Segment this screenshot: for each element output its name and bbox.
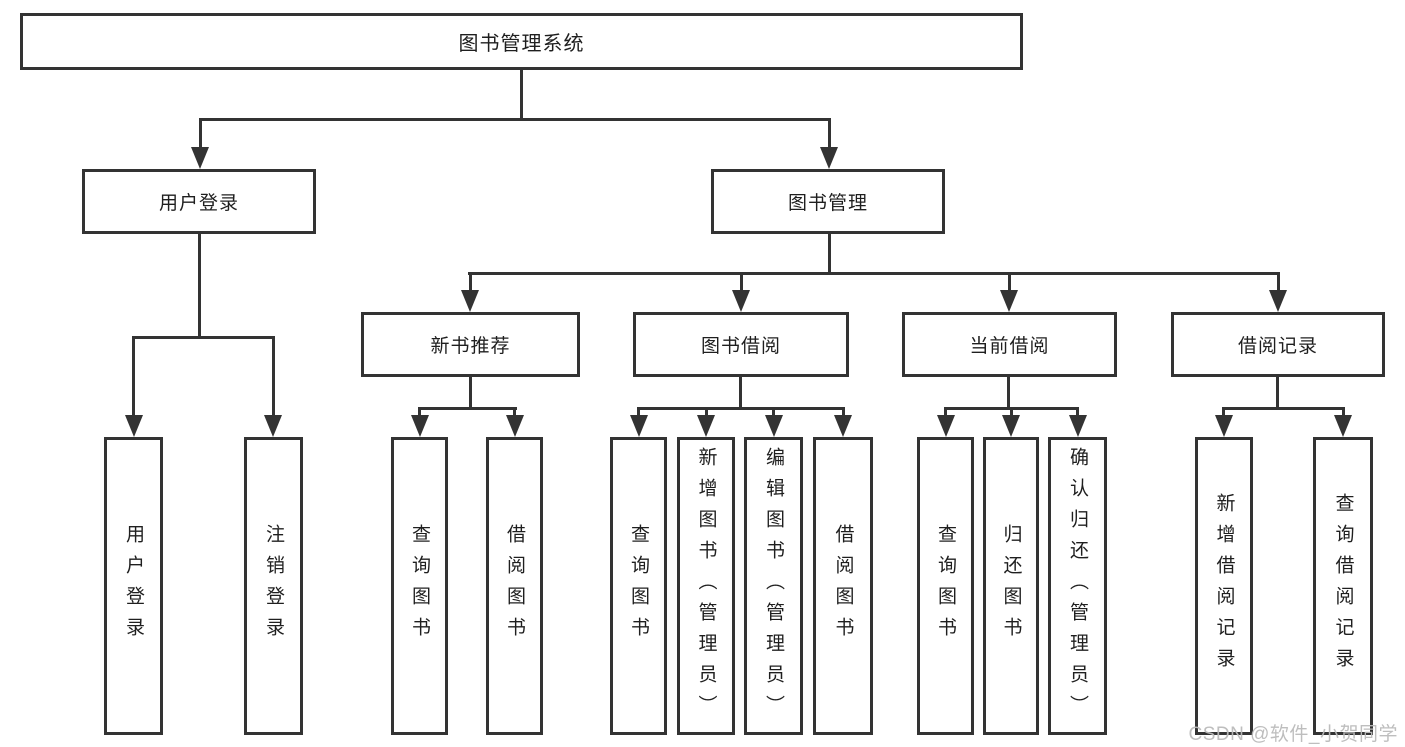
leaf-borrow-books-label: 借阅图书 — [832, 524, 854, 648]
connector-newbook-vline — [469, 376, 472, 410]
arrow-down-icon — [506, 415, 524, 437]
arrow-down-icon — [191, 147, 209, 169]
node-book-management: 图书管理 — [711, 169, 945, 234]
connector-shaft — [772, 407, 775, 419]
leaf-edit-books-admin-label: 编辑图书（管理员） — [763, 446, 784, 726]
watermark-text: CSDN @软件_小贺同学 — [1188, 724, 1398, 745]
node-root-system: 图书管理系统 — [20, 13, 1023, 70]
connector-shaft — [1277, 272, 1280, 294]
arrow-down-icon — [1215, 415, 1233, 437]
connector-shaft — [637, 407, 640, 419]
leaf-borrow-books-recommend-label: 借阅图书 — [504, 524, 525, 648]
leaf-borrow-books: 借阅图书 — [813, 437, 873, 735]
arrow-down-icon — [1269, 290, 1287, 312]
arrow-down-icon — [264, 415, 282, 437]
connector-currentborrow-vline — [1007, 376, 1010, 410]
connector-shaft — [1008, 272, 1011, 294]
connector-shaft — [740, 272, 743, 294]
connector-shaft — [513, 407, 516, 419]
arrow-down-icon — [697, 415, 715, 437]
node-root-label: 图书管理系统 — [458, 33, 585, 55]
node-book-borrow-label: 图书借阅 — [700, 336, 781, 357]
node-book-management-label: 图书管理 — [787, 193, 868, 214]
connector-shaft — [1076, 407, 1079, 419]
connector-root-hline — [199, 118, 831, 121]
node-new-book-recommend: 新书推荐 — [361, 312, 580, 377]
arrow-down-icon — [461, 290, 479, 312]
node-user-login-label: 用户登录 — [158, 193, 239, 214]
connector-shaft — [272, 336, 275, 419]
connector-records-hline — [1222, 407, 1345, 410]
connector-newbook-hline — [418, 407, 517, 410]
arrow-down-icon — [1069, 415, 1087, 437]
arrow-down-icon — [1000, 290, 1018, 312]
leaf-query-borrow-record: 查询借阅记录 — [1313, 437, 1373, 735]
connector-records-vline — [1276, 376, 1279, 410]
node-user-login: 用户登录 — [82, 169, 316, 234]
node-current-borrow-label: 当前借阅 — [969, 336, 1050, 357]
connector-root-left-shaft — [199, 118, 202, 151]
connector-shaft — [1222, 407, 1225, 419]
leaf-logout-label: 注销登录 — [263, 524, 284, 648]
leaf-add-books-admin-label: 新增图书（管理员） — [695, 446, 717, 726]
arrow-down-icon — [1002, 415, 1020, 437]
leaf-query-books-current: 查询图书 — [917, 437, 974, 735]
leaf-borrow-books-recommend: 借阅图书 — [486, 437, 543, 735]
node-borrow-records-label: 借阅记录 — [1237, 336, 1318, 357]
node-current-borrow: 当前借阅 — [902, 312, 1117, 377]
arrow-down-icon — [834, 415, 852, 437]
arrow-down-icon — [125, 415, 143, 437]
connector-bookborrow-hline — [637, 407, 845, 410]
arrow-down-icon — [937, 415, 955, 437]
leaf-query-books-borrow-label: 查询图书 — [628, 524, 649, 648]
leaf-return-books-label: 归还图书 — [1000, 524, 1022, 648]
arrow-down-icon — [630, 415, 648, 437]
connector-book-mgmt-hline — [468, 272, 1280, 275]
leaf-query-books-borrow: 查询图书 — [610, 437, 667, 735]
leaf-confirm-return-admin-label: 确认归还（管理员） — [1067, 446, 1088, 726]
connector-shaft — [944, 407, 947, 419]
leaf-edit-books-admin: 编辑图书（管理员） — [744, 437, 803, 735]
node-borrow-records: 借阅记录 — [1171, 312, 1385, 377]
connector-bookborrow-vline — [739, 376, 742, 410]
leaf-add-borrow-record-label: 新增借阅记录 — [1213, 493, 1235, 679]
leaf-user-login: 用户登录 — [104, 437, 163, 735]
arrow-down-icon — [765, 415, 783, 437]
arrow-down-icon — [820, 147, 838, 169]
leaf-query-borrow-record-label: 查询借阅记录 — [1332, 493, 1354, 679]
leaf-user-login-label: 用户登录 — [123, 524, 144, 648]
leaf-logout: 注销登录 — [244, 437, 303, 735]
node-new-book-recommend-label: 新书推荐 — [430, 336, 511, 357]
connector-shaft — [469, 272, 472, 294]
connector-shaft — [842, 407, 845, 419]
arrow-down-icon — [732, 290, 750, 312]
connector-shaft — [132, 336, 135, 419]
connector-root-right-shaft — [828, 118, 831, 151]
leaf-add-books-admin: 新增图书（管理员） — [677, 437, 735, 735]
connector-shaft — [705, 407, 708, 419]
connector-root-vline — [520, 70, 523, 118]
leaf-query-books-current-label: 查询图书 — [935, 524, 956, 648]
connector-book-mgmt-vline — [828, 233, 831, 273]
arrow-down-icon — [411, 415, 429, 437]
leaf-confirm-return-admin: 确认归还（管理员） — [1048, 437, 1107, 735]
connector-shaft — [1010, 407, 1013, 419]
connector-user-login-vline — [198, 233, 201, 336]
arrow-down-icon — [1334, 415, 1352, 437]
leaf-add-borrow-record: 新增借阅记录 — [1195, 437, 1253, 735]
leaf-query-books-recommend-label: 查询图书 — [409, 524, 430, 648]
leaf-return-books: 归还图书 — [983, 437, 1039, 735]
node-book-borrow: 图书借阅 — [633, 312, 849, 377]
leaf-query-books-recommend: 查询图书 — [391, 437, 448, 735]
connector-shaft — [1342, 407, 1345, 419]
connector-user-login-hline — [132, 336, 275, 339]
connector-shaft — [418, 407, 421, 419]
